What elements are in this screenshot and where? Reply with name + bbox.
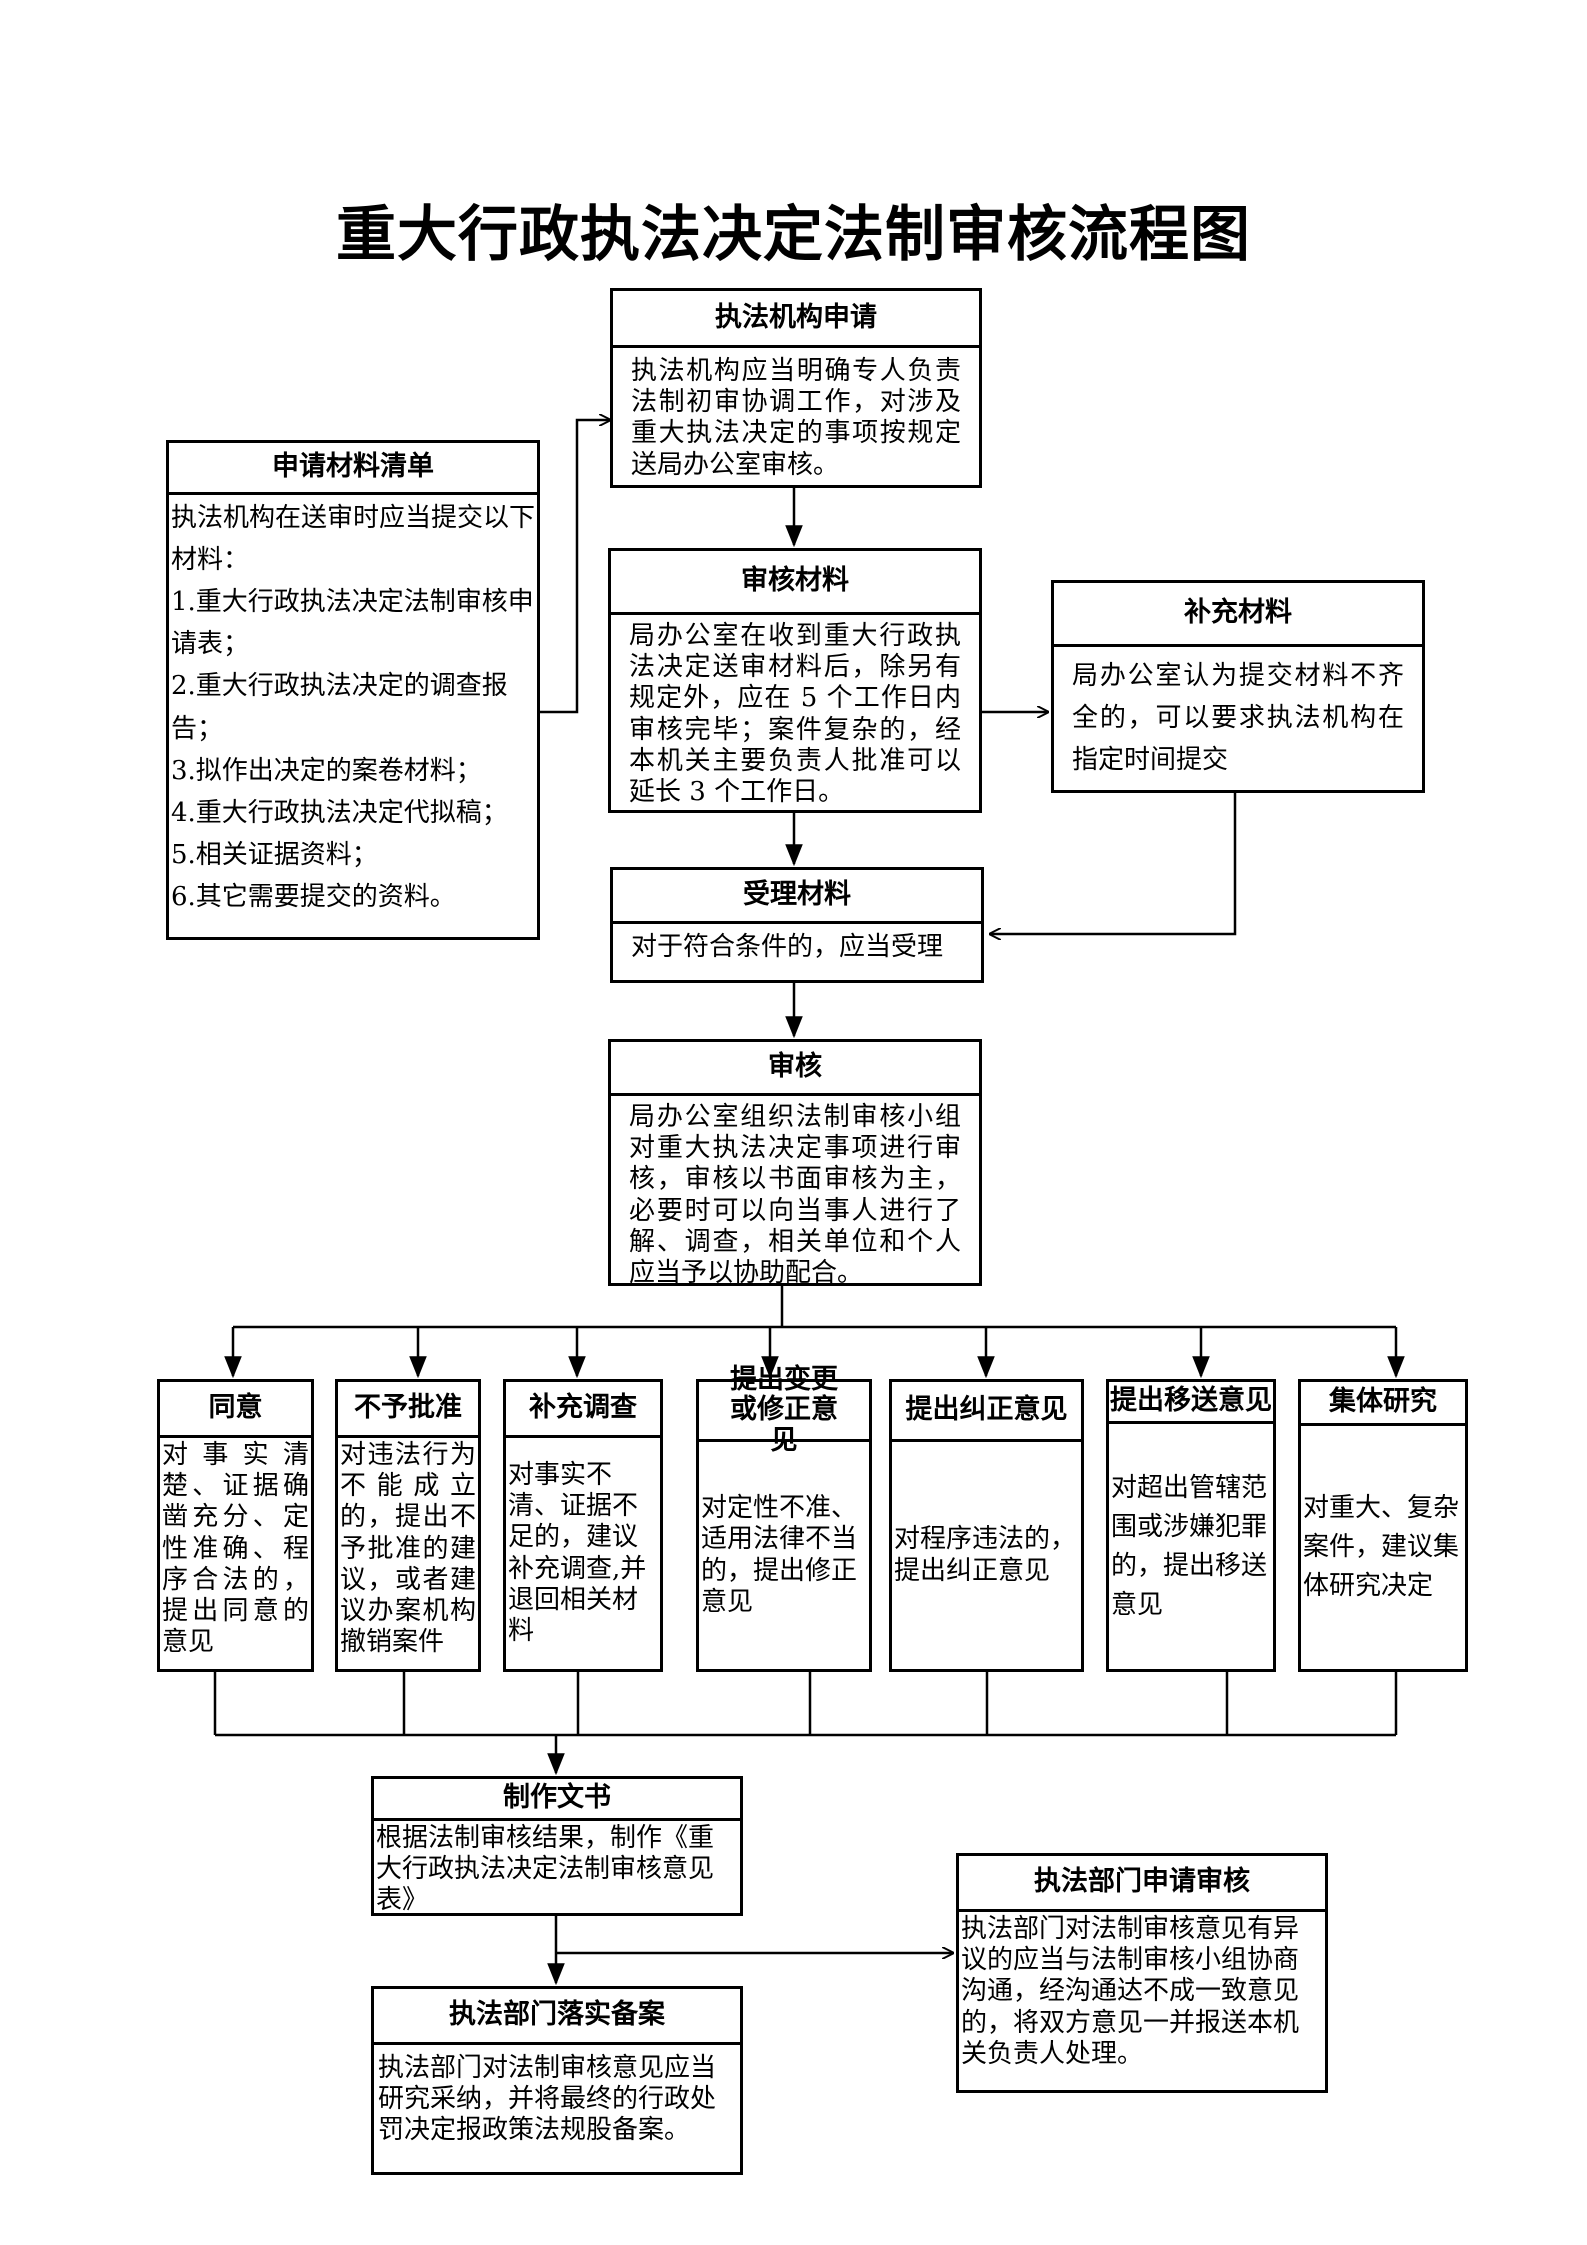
box-collective-study-body: 对重大、复杂案件，建议集体研究决定 (1301, 1426, 1465, 1669)
box-propose-correction-header: 提出纠正意见 (892, 1382, 1081, 1442)
box-propose-change-text: 对定性不准、适用法律不当的，提出修正意见 (701, 1493, 858, 1617)
box-dept-implement: 执法部门落实备案 执法部门对法制审核意见应当研究采纳，并将最终的行政处罚决定报政… (371, 1986, 743, 2175)
materials-list-line: 3.拟作出决定的案卷材料； (171, 755, 482, 786)
box-apply-header: 执法机构申请 (613, 291, 979, 348)
box-propose-correction-body: 对程序违法的，提出纠正意见 (892, 1442, 1081, 1669)
box-accept-materials-text: 对于符合条件的，应当受理 (631, 932, 944, 962)
box-propose-change: 提出变更或修正意见 对定性不准、适用法律不当的，提出修正意见 (696, 1365, 872, 1672)
box-review-materials: 审核材料 局办公室在收到重大行政执法决定送审材料后，除另有规定外，应在 5 个工… (608, 548, 982, 813)
materials-list-line: 4.重大行政执法决定代拟稿； (171, 797, 508, 828)
box-materials-list-body: 执法机构在送审时应当提交以下材料： 1.重大行政执法决定法制审核申请表； 2.重… (169, 495, 537, 920)
box-propose-transfer: 提出移送意见 对超出管辖范围或涉嫌犯罪的，提出移送意见 (1106, 1379, 1276, 1672)
box-supplement-materials: 补充材料 局办公室认为提交材料不齐全的，可以要求执法机构在指定时间提交 (1051, 580, 1425, 793)
box-review-header: 审核 (611, 1042, 979, 1096)
box-review: 审核 局办公室组织法制审核小组对重大执法决定事项进行审核，审核以书面审核为主，必… (608, 1039, 982, 1288)
box-review-text: 局办公室组织法制审核小组对重大执法决定事项进行审核，审核以书面审核为主，必要时可… (629, 1102, 961, 1288)
box-make-document-header: 制作文书 (374, 1779, 740, 1821)
box-materials-list: 申请材料清单 执法机构在送审时应当提交以下材料： 1.重大行政执法决定法制审核申… (166, 440, 540, 940)
box-supplement-investigation-body: 对事实不清、证据不足的，建议补充调查,并退回相关材料 (506, 1438, 660, 1669)
box-propose-change-header: 提出变更或修正意见 (699, 1365, 869, 1455)
box-agree-header: 同意 (160, 1382, 311, 1438)
page-title: 重大行政执法决定法制审核流程图 (336, 200, 1251, 270)
box-agree: 同意 对事实清楚、证据确凿充分、定性准确、程序合法的，提出同意的意见 (157, 1379, 314, 1672)
box-disapprove-text: 对违法行为不能成立的，提出不予批准的建议，或者建议办案机构撤销案件 (340, 1440, 476, 1658)
box-supplement-investigation-text: 对事实不清、证据不足的，建议补充调查,并退回相关材料 (508, 1459, 647, 1646)
box-supplement-materials-header: 补充材料 (1054, 583, 1422, 647)
materials-list-line: 5.相关证据资料； (171, 839, 378, 870)
box-propose-transfer-text: 对超出管辖范围或涉嫌犯罪的，提出移送意见 (1111, 1472, 1268, 1620)
arrow-materials-to-apply (540, 420, 610, 714)
box-review-materials-text: 局办公室在收到重大行政执法决定送审材料后，除另有规定外，应在 5 个工作日内审核… (629, 621, 961, 807)
box-agree-text: 对事实清楚、证据确凿充分、定性准确、程序合法的，提出同意的意见 (162, 1440, 309, 1658)
box-dept-implement-text: 执法部门对法制审核意见应当研究采纳，并将最终的行政处罚决定报政策法规股备案。 (378, 2053, 717, 2146)
box-collective-study-header: 集体研究 (1301, 1382, 1465, 1426)
box-collective-study-text: 对重大、复杂案件，建议集体研究决定 (1303, 1493, 1460, 1601)
box-apply-text: 执法机构应当明确专人负责法制初审协调工作，对涉及重大执法决定的事项按规定送局办公… (631, 356, 961, 480)
box-propose-correction: 提出纠正意见 对程序违法的，提出纠正意见 (889, 1379, 1084, 1672)
box-dept-apply-review-header: 执法部门申请审核 (959, 1856, 1325, 1912)
box-review-materials-header: 审核材料 (611, 551, 979, 615)
box-propose-transfer-header: 提出移送意见 (1109, 1382, 1273, 1424)
box-supplement-investigation-header: 补充调查 (506, 1382, 660, 1438)
box-dept-apply-review: 执法部门申请审核 执法部门对法制审核意见有异议的应当与法制审核小组协商沟通，经沟… (956, 1853, 1328, 2093)
box-materials-list-header: 申请材料清单 (169, 443, 537, 495)
merge-drops (213, 1672, 1398, 1735)
box-propose-transfer-body: 对超出管辖范围或涉嫌犯罪的，提出移送意见 (1109, 1424, 1273, 1669)
box-apply: 执法机构申请 执法机构应当明确专人负责法制初审协调工作，对涉及重大执法决定的事项… (610, 288, 982, 488)
box-accept-materials: 受理材料 对于符合条件的，应当受理 (610, 867, 984, 983)
materials-list-line: 6.其它需要提交的资料。 (171, 881, 456, 912)
box-disapprove: 不予批准 对违法行为不能成立的，提出不予批准的建议，或者建议办案机构撤销案件 (335, 1379, 481, 1672)
box-make-document-text: 根据法制审核结果，制作《重大行政执法决定法制审核意见表》 (376, 1823, 715, 1916)
box-supplement-investigation: 补充调查 对事实不清、证据不足的，建议补充调查,并退回相关材料 (503, 1379, 663, 1672)
box-propose-correction-text: 对程序违法的，提出纠正意见 (894, 1524, 1077, 1586)
box-accept-materials-header: 受理材料 (613, 870, 981, 924)
box-supplement-materials-text: 局办公室认为提交材料不齐全的，可以要求执法机构在指定时间提交 (1072, 661, 1404, 776)
materials-list-line: 2.重大行政执法决定的调查报告； (171, 671, 508, 744)
box-propose-change-body: 对定性不准、适用法律不当的，提出修正意见 (699, 1442, 869, 1669)
box-disapprove-header: 不予批准 (338, 1382, 478, 1438)
box-dept-apply-review-text: 执法部门对法制审核意见有异议的应当与法制审核小组协商沟通，经沟通达不成一致意见的… (961, 1914, 1300, 2069)
materials-list-line: 执法机构在送审时应当提交以下材料： (171, 503, 536, 576)
materials-list-line: 1.重大行政执法决定法制审核申请表； (171, 587, 534, 660)
arrow-supplement-to-accept (990, 793, 1237, 934)
box-collective-study: 集体研究 对重大、复杂案件，建议集体研究决定 (1298, 1379, 1468, 1672)
box-dept-implement-header: 执法部门落实备案 (374, 1989, 740, 2045)
box-make-document: 制作文书 根据法制审核结果，制作《重大行政执法决定法制审核意见表》 (371, 1776, 743, 1916)
